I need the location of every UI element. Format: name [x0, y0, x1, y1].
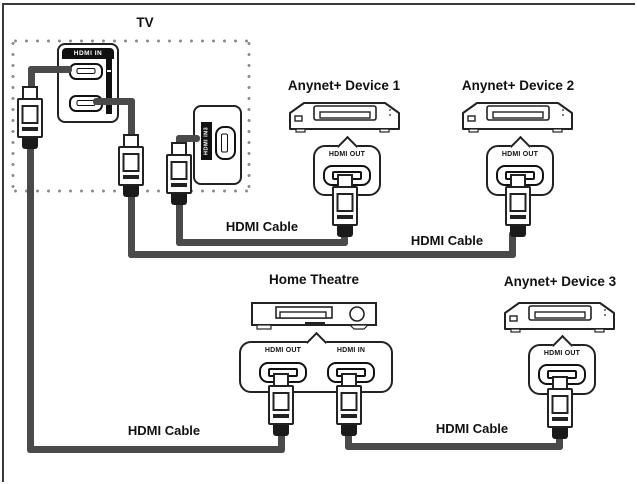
plug-body — [17, 98, 43, 138]
frame-left-border — [2, 3, 4, 482]
anynet-device-2-port-callout: HDMI OUT — [486, 135, 554, 196]
port-number-strip — [106, 58, 112, 114]
plug-slot — [510, 215, 526, 219]
anynet-device-2-illustration — [462, 102, 573, 133]
wire-port2-to-plug-h — [93, 98, 135, 105]
port-number-mark — [107, 70, 111, 72]
wire-in3-to-plug-h — [176, 135, 200, 142]
cable-tv-to-anynet1-v1 — [176, 199, 183, 246]
plug-slot — [337, 215, 353, 219]
anynet-device-1-illustration — [289, 102, 400, 133]
plug-body — [166, 154, 192, 194]
plug-window — [340, 392, 358, 411]
plug-home-theatre-in — [336, 373, 362, 436]
plug-window — [336, 193, 354, 212]
tv-dotted-outline-top — [10, 38, 252, 44]
anynet-device-3-illustration — [504, 302, 615, 333]
plug-nub — [337, 174, 353, 186]
plug-nub — [171, 142, 187, 154]
plug-body — [332, 186, 358, 226]
cable-tv-to-anynet1-v2 — [341, 231, 348, 246]
home-theatre-port-callout: HDMI OUT HDMI IN — [239, 331, 393, 393]
cable-label-tv-to-anynet2: HDMI Cable — [410, 233, 484, 248]
plug-slot — [22, 127, 38, 131]
cable-home-theatre-to-anynet3-h — [345, 443, 563, 450]
plug-slot — [273, 414, 289, 418]
tv-hdmi-in3-panel: HDMI IN3 — [193, 105, 242, 185]
anynet-device-2-port-label: HDMI OUT — [501, 151, 539, 158]
cable-tv-to-anynet1-h — [176, 239, 348, 246]
plug-tip — [123, 186, 139, 197]
cable-label-home-theatre-to-anynet3: HDMI Cable — [435, 421, 509, 436]
plug-tv-port1 — [17, 86, 43, 149]
cable-tv-to-home-theatre-v1 — [27, 143, 34, 453]
anynet-device-3-port-label: HDMI OUT — [543, 350, 581, 357]
plug-anynet-device-3 — [547, 376, 573, 439]
frame-top-border — [2, 3, 635, 5]
plug-slot — [341, 414, 357, 418]
plug-tip — [171, 194, 187, 205]
cable-tv-to-home-theatre-h — [27, 446, 285, 453]
tv-hdmi-in-panel: HDMI IN — [57, 43, 119, 123]
cable-home-theatre-to-anynet3-v2 — [556, 433, 563, 450]
plug-tip — [337, 226, 353, 237]
plug-nub — [510, 174, 526, 186]
plug-window — [170, 161, 188, 180]
hdmi-in3-label: HDMI IN3 — [201, 122, 212, 160]
home-theatre-title: Home Theatre — [268, 272, 360, 287]
cable-label-tv-to-anynet1: HDMI Cable — [225, 219, 299, 234]
plug-window — [122, 153, 140, 172]
home-theatre-hdmi-out-label: HDMI OUT — [264, 347, 302, 354]
plug-nub — [552, 376, 568, 388]
home-theatre-hdmi-in-label: HDMI IN — [336, 347, 366, 354]
tv-dotted-outline-right — [246, 38, 252, 194]
hdmi-in3-port — [215, 126, 236, 160]
hdmi-port-1 — [69, 63, 103, 80]
anynet-device-3-title: Anynet+ Device 3 — [503, 274, 617, 289]
plug-body — [118, 146, 144, 186]
plug-tip — [552, 428, 568, 439]
plug-body — [268, 385, 294, 425]
plug-tv-port2 — [118, 134, 144, 197]
plug-slot — [552, 417, 568, 421]
plug-window — [509, 193, 527, 212]
home-theatre-illustration — [251, 302, 377, 330]
plug-tip — [341, 425, 357, 436]
plug-anynet-device-2 — [505, 174, 531, 237]
wire-port2-to-plug-v — [128, 98, 135, 140]
plug-window — [551, 395, 569, 414]
tv-title: TV — [136, 15, 154, 30]
plug-nub — [273, 373, 289, 385]
wire-port1-to-plug-v — [28, 66, 35, 92]
plug-home-theatre-out — [268, 373, 294, 436]
cable-tv-to-anynet2-h — [128, 251, 516, 258]
plug-nub — [123, 134, 139, 146]
anynet-device-1-port-label: HDMI OUT — [328, 151, 366, 158]
plug-tip — [273, 425, 289, 436]
anynet-device-2-title: Anynet+ Device 2 — [461, 78, 575, 93]
cable-home-theatre-to-anynet3-v1 — [345, 430, 352, 450]
cable-tv-to-anynet2-v1 — [128, 191, 135, 258]
cable-tv-to-anynet2-v2 — [509, 231, 516, 258]
plug-body — [547, 388, 573, 428]
plug-anynet-device-1 — [332, 174, 358, 237]
wire-in3-to-plug-v — [176, 135, 183, 148]
plug-nub — [341, 373, 357, 385]
cable-tv-to-home-theatre-v2 — [278, 430, 285, 453]
plug-window — [272, 392, 290, 411]
plug-slot — [123, 175, 139, 179]
cable-label-tv-to-home-theatre: HDMI Cable — [127, 423, 201, 438]
plug-tip — [22, 138, 38, 149]
plug-tv-in3 — [166, 142, 192, 205]
plug-body — [336, 385, 362, 425]
plug-nub — [22, 86, 38, 98]
tv-dotted-outline-left — [10, 38, 16, 194]
plug-body — [505, 186, 531, 226]
plug-tip — [510, 226, 526, 237]
wire-port1-to-plug-h — [28, 66, 72, 73]
plug-slot — [171, 183, 187, 187]
hdmi-in-header: HDMI IN — [62, 48, 114, 59]
plug-window — [21, 105, 39, 124]
anynet-device-1-title: Anynet+ Device 1 — [287, 78, 401, 93]
